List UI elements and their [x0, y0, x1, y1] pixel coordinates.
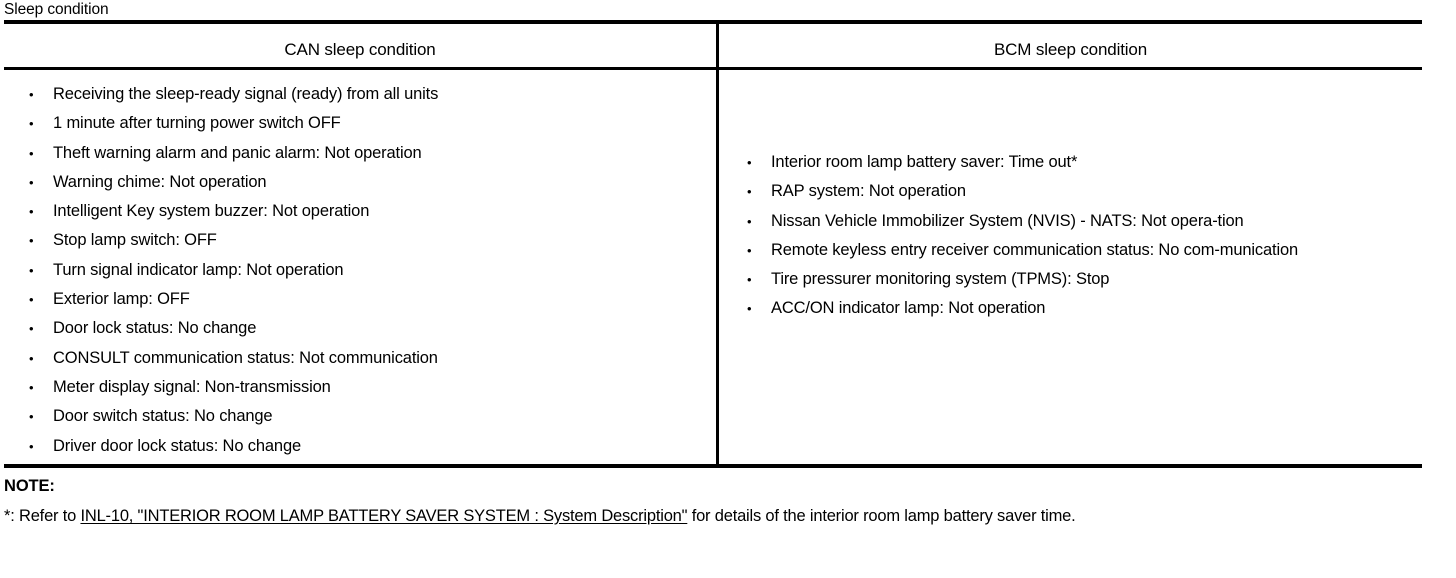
note-prefix: *: Refer to — [4, 507, 81, 525]
list-item: Tire pressurer monitoring system (TPMS):… — [740, 265, 1422, 295]
list-item: Remote keyless entry receiver communicat… — [740, 236, 1422, 266]
cell-can-sleep-condition: Receiving the sleep-ready signal (ready)… — [4, 80, 710, 461]
list-item: Door switch status: No change — [22, 402, 710, 432]
list-item: Intelligent Key system buzzer: Not opera… — [22, 197, 710, 227]
list-item: ACC/ON indicator lamp: Not operation — [740, 294, 1422, 324]
list-item: Warning chime: Not operation — [22, 168, 710, 198]
table-caption: Sleep condition — [4, 1, 109, 18]
note-reference-link[interactable]: INL-10, "INTERIOR ROOM LAMP BATTERY SAVE… — [80, 507, 688, 525]
list-item: Turn signal indicator lamp: Not operatio… — [22, 256, 710, 286]
list-item: Theft warning alarm and panic alarm: Not… — [22, 139, 710, 169]
column-header-bcm-sleep-condition: BCM sleep condition — [993, 40, 1148, 59]
table-column-divider — [716, 24, 719, 465]
table-header-rule — [4, 67, 1422, 70]
note-suffix: for details of the interior room lamp ba… — [687, 507, 1076, 525]
list-item: Receiving the sleep-ready signal (ready)… — [22, 80, 710, 110]
list-item: CONSULT communication status: Not commun… — [22, 344, 710, 374]
list-item: Meter display signal: Non-transmission — [22, 373, 710, 403]
list-item: RAP system: Not operation — [740, 177, 1422, 207]
note-title: NOTE: — [4, 477, 55, 495]
can-sleep-condition-list: Receiving the sleep-ready signal (ready)… — [4, 80, 710, 461]
list-item: Nissan Vehicle Immobilizer System (NVIS)… — [740, 207, 1422, 237]
table-top-rule — [4, 20, 1422, 24]
list-item: 1 minute after turning power switch OFF — [22, 109, 710, 139]
list-item: Door lock status: No change — [22, 314, 710, 344]
note-block: NOTE: *: Refer to INL-10, "INTERIOR ROOM… — [4, 474, 1448, 529]
table-bottom-rule — [4, 464, 1422, 468]
note-body: *: Refer to INL-10, "INTERIOR ROOM LAMP … — [4, 503, 1448, 529]
list-item: Stop lamp switch: OFF — [22, 226, 710, 256]
list-item: Driver door lock status: No change — [22, 432, 710, 462]
cell-bcm-sleep-condition: Interior room lamp battery saver: Time o… — [722, 148, 1422, 324]
list-item: Interior room lamp battery saver: Time o… — [740, 148, 1422, 178]
list-item: Exterior lamp: OFF — [22, 285, 710, 315]
column-header-can-sleep-condition: CAN sleep condition — [284, 40, 436, 59]
bcm-sleep-condition-list: Interior room lamp battery saver: Time o… — [722, 148, 1422, 324]
